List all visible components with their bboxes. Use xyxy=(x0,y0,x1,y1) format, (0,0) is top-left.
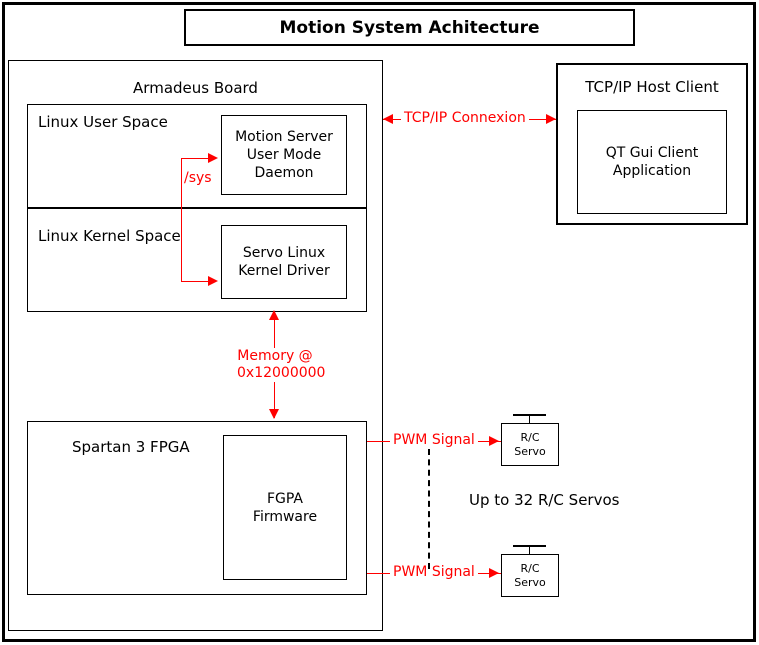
page-title: Motion System Achitecture xyxy=(279,17,540,38)
sys-connector-top-line xyxy=(181,158,211,159)
tcpip-connector-label: TCP/IP Connexion xyxy=(401,110,529,127)
title-box: Motion System Achitecture xyxy=(184,9,635,46)
motion-server-line-2: User Mode xyxy=(246,147,322,163)
linux-kernel-space-container xyxy=(27,208,367,312)
sys-connector-bottom-line xyxy=(181,281,211,282)
servo-kernel-driver-text: Servo Linux Kernel Driver xyxy=(222,226,346,298)
linux-user-space-container xyxy=(27,104,367,208)
rc-servo-1-line-2: Servo xyxy=(514,444,546,458)
servo-count-note: Up to 32 R/C Servos xyxy=(469,491,620,509)
rc-servo-1-box: R/C Servo xyxy=(501,423,559,466)
qt-gui-client-text: QT Gui Client Application xyxy=(578,111,726,213)
memory-connector-up-arrow-icon xyxy=(269,310,279,320)
memory-connector-label: Memory @ 0x12000000 xyxy=(237,348,325,382)
rc-servo-2-text: R/C Servo xyxy=(502,555,558,596)
rc-servo-2-line-2: Servo xyxy=(514,575,546,589)
qt-gui-client-application-box: QT Gui Client Application xyxy=(577,110,727,214)
motion-server-daemon-box: Motion Server User Mode Daemon xyxy=(221,115,347,195)
motion-server-line-1: Motion Server xyxy=(235,129,333,145)
armadeus-board-label: Armadeus Board xyxy=(133,79,258,97)
servo-1-horn-stem-icon xyxy=(529,415,530,423)
pwm-signal-2-arrow-icon xyxy=(489,568,499,578)
sys-connector-label: /sys xyxy=(184,170,212,187)
servo-driver-line-1: Servo Linux xyxy=(242,245,326,261)
armadeus-board-container xyxy=(8,60,383,631)
sys-connector-bottom-arrow-icon xyxy=(208,276,218,286)
motion-server-daemon-text: Motion Server User Mode Daemon xyxy=(222,116,346,194)
linux-user-space-label: Linux User Space xyxy=(38,113,168,131)
memory-connector-down-arrow-icon xyxy=(269,409,279,419)
linux-kernel-space-label: Linux Kernel Space xyxy=(38,227,181,245)
servo-kernel-driver-box: Servo Linux Kernel Driver xyxy=(221,225,347,299)
motion-server-line-3: Daemon xyxy=(254,165,314,181)
fgpa-firmware-box: FGPA Firmware xyxy=(223,435,347,580)
servo-continuation-dashed-line xyxy=(428,449,430,569)
fgpa-firmware-line-1: FGPA xyxy=(266,490,304,507)
pwm-signal-2-label: PWM Signal xyxy=(390,564,478,581)
spartan-fpga-container xyxy=(27,421,367,595)
fgpa-firmware-line-2: Firmware xyxy=(252,508,318,525)
fgpa-firmware-text: FGPA Firmware xyxy=(224,436,346,579)
servo-driver-line-2: Kernel Driver xyxy=(238,263,330,279)
servo-2-horn-stem-icon xyxy=(529,546,530,554)
tcpip-connector-left-arrow-icon xyxy=(383,114,393,124)
pwm-signal-1-label: PWM Signal xyxy=(390,432,478,449)
rc-servo-2-line-1: R/C xyxy=(520,561,540,575)
sys-connector-vertical-line xyxy=(181,158,182,282)
qt-gui-line-1: QT Gui Client xyxy=(605,145,699,161)
sys-connector-top-arrow-icon xyxy=(208,153,218,163)
rc-servo-2-box: R/C Servo xyxy=(501,554,559,597)
tcpip-connector-right-arrow-icon xyxy=(546,114,556,124)
qt-gui-line-2: Application xyxy=(612,163,692,179)
tcpip-host-client-label: TCP/IP Host Client xyxy=(585,78,719,96)
pwm-signal-1-arrow-icon xyxy=(489,436,499,446)
spartan-fpga-label: Spartan 3 FPGA xyxy=(72,438,190,456)
tcpip-host-client-container xyxy=(556,63,748,225)
rc-servo-1-text: R/C Servo xyxy=(502,424,558,465)
rc-servo-1-line-1: R/C xyxy=(520,430,540,444)
memory-label-line-2: 0x12000000 xyxy=(237,365,326,381)
memory-label-line-1: Memory @ xyxy=(237,348,313,364)
